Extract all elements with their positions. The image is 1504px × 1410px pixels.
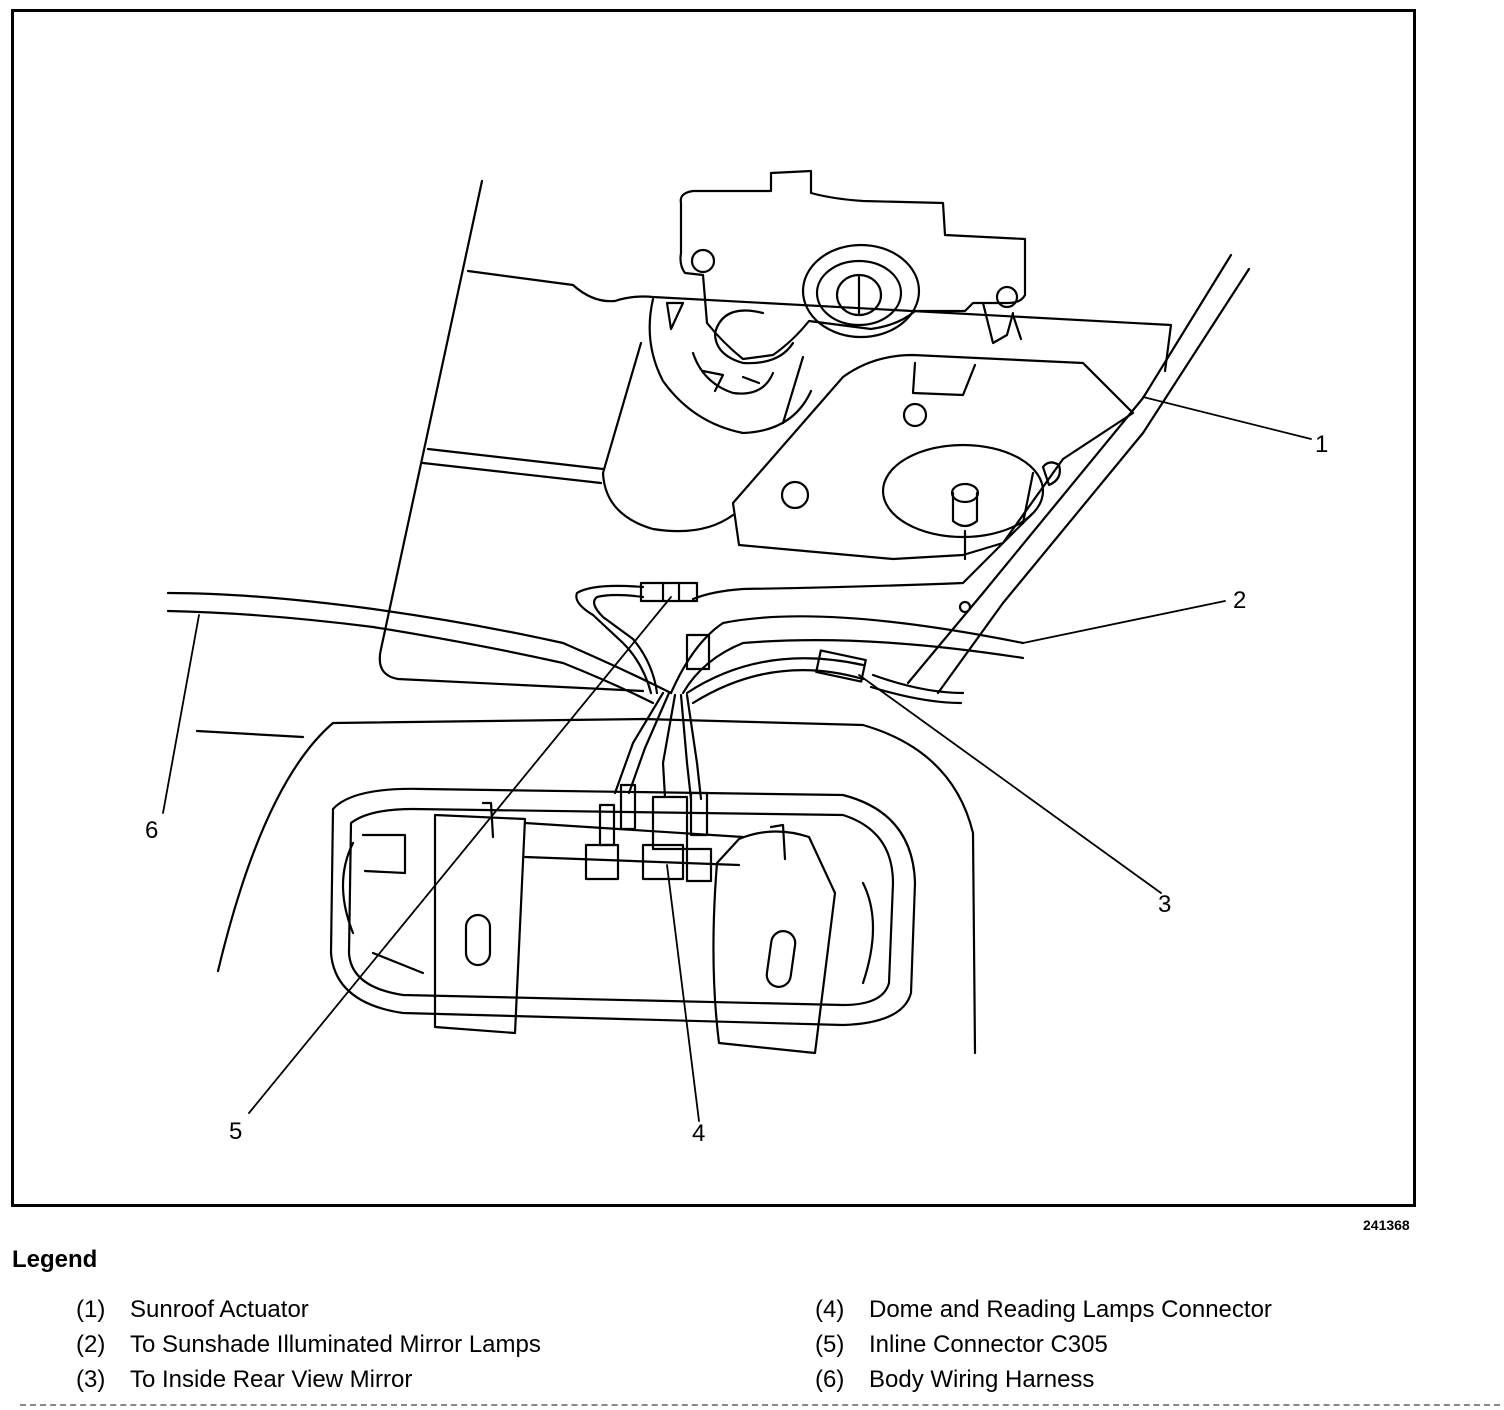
legend-item-number: (2) <box>76 1331 106 1358</box>
callout-2-label: 2 <box>1233 587 1247 614</box>
legend-item-number: (4) <box>815 1296 845 1323</box>
figure-id: 241368 <box>1363 1217 1410 1233</box>
legend-heading: Legend <box>12 1246 98 1273</box>
legend-item: (2) To Sunshade Illuminated Mirror Lamps <box>76 1331 541 1359</box>
lamp-connector-cluster <box>584 691 713 883</box>
callout-3-label: 3 <box>1158 891 1172 918</box>
body-wiring-harness <box>166 511 1035 705</box>
legend-item: (4) Dome and Reading Lamps Connector <box>815 1296 1272 1324</box>
legend-item: (1) Sunroof Actuator <box>76 1296 309 1324</box>
legend-item: (5) Inline Connector C305 <box>815 1331 1108 1359</box>
legend-item-text: To Sunshade Illuminated Mirror Lamps <box>130 1331 541 1358</box>
dome-reading-lamp <box>195 717 977 1055</box>
legend-item-text: Dome and Reading Lamps Connector <box>869 1296 1272 1323</box>
legend-item-text: Sunroof Actuator <box>130 1296 309 1323</box>
diagram-frame: 1 2 3 4 5 6 <box>11 9 1416 1207</box>
callout-5-label: 5 <box>229 1118 243 1145</box>
legend-item: (3) To Inside Rear View Mirror <box>76 1366 412 1394</box>
callout-1-label: 1 <box>1315 431 1329 458</box>
page-bottom-rule <box>20 1404 1500 1406</box>
callout-leader-lines <box>162 396 1312 1122</box>
legend-item-number: (3) <box>76 1366 106 1393</box>
legend-item-text: Body Wiring Harness <box>869 1366 1095 1393</box>
legend-item-text: To Inside Rear View Mirror <box>130 1366 413 1393</box>
legend-item-number: (6) <box>815 1366 845 1393</box>
callout-4-label: 4 <box>692 1120 706 1147</box>
legend-item: (6) Body Wiring Harness <box>815 1366 1094 1394</box>
wiring-diagram-drawing <box>162 169 1312 1122</box>
legend-item-number: (1) <box>76 1296 106 1323</box>
roof-panel-outline <box>378 179 1251 695</box>
motor-and-plate <box>601 341 1135 614</box>
callout-6-label: 6 <box>145 817 159 844</box>
legend-item-number: (5) <box>815 1331 845 1358</box>
legend-item-text: Inline Connector C305 <box>869 1331 1108 1358</box>
sunroof-actuator <box>648 169 1027 435</box>
